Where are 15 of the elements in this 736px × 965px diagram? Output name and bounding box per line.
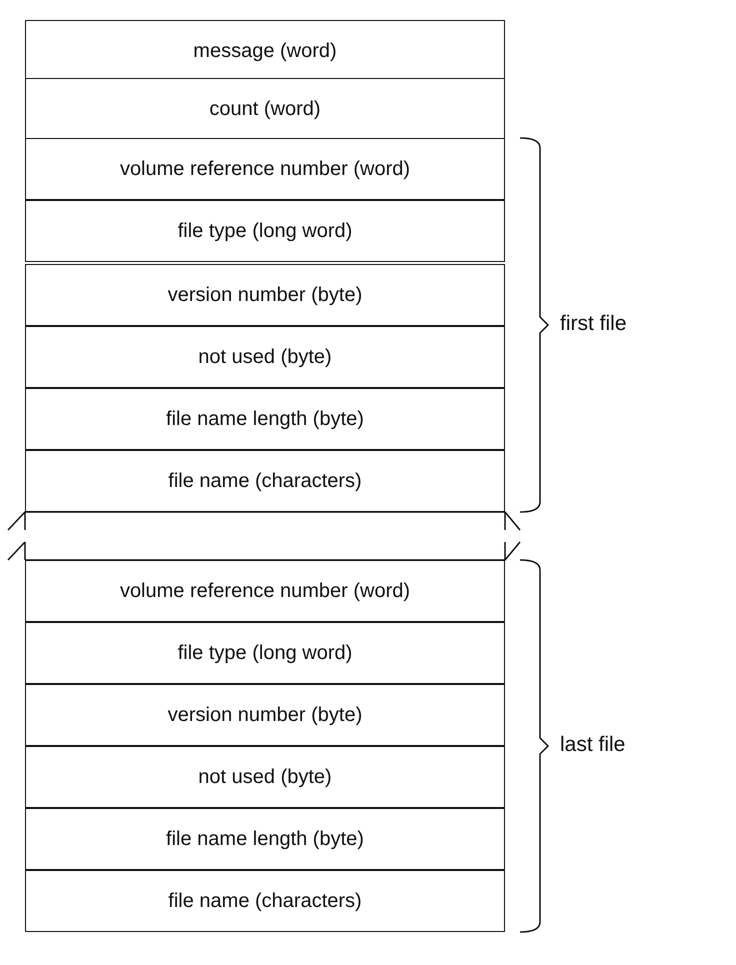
memory-field-row: file name length (byte) <box>25 388 505 450</box>
memory-field-row: version number (byte) <box>25 684 505 746</box>
memory-field-row: file type (long word) <box>25 622 505 684</box>
group-label: last file <box>560 733 626 757</box>
memory-field-row: count (word) <box>25 78 505 140</box>
memory-field-row: volume reference number (word) <box>25 560 505 622</box>
memory-field-row: file name length (byte) <box>25 808 505 870</box>
memory-field-row: volume reference number (word) <box>25 138 505 200</box>
memory-field-row: version number (byte) <box>25 264 505 326</box>
memory-field-row: not used (byte) <box>25 326 505 388</box>
memory-field-row: file name (characters) <box>25 450 505 512</box>
group-label: first file <box>560 312 627 336</box>
memory-field-row: not used (byte) <box>25 746 505 808</box>
memory-field-row: file name (characters) <box>25 870 505 932</box>
memory-field-row: file type (long word) <box>25 200 505 262</box>
